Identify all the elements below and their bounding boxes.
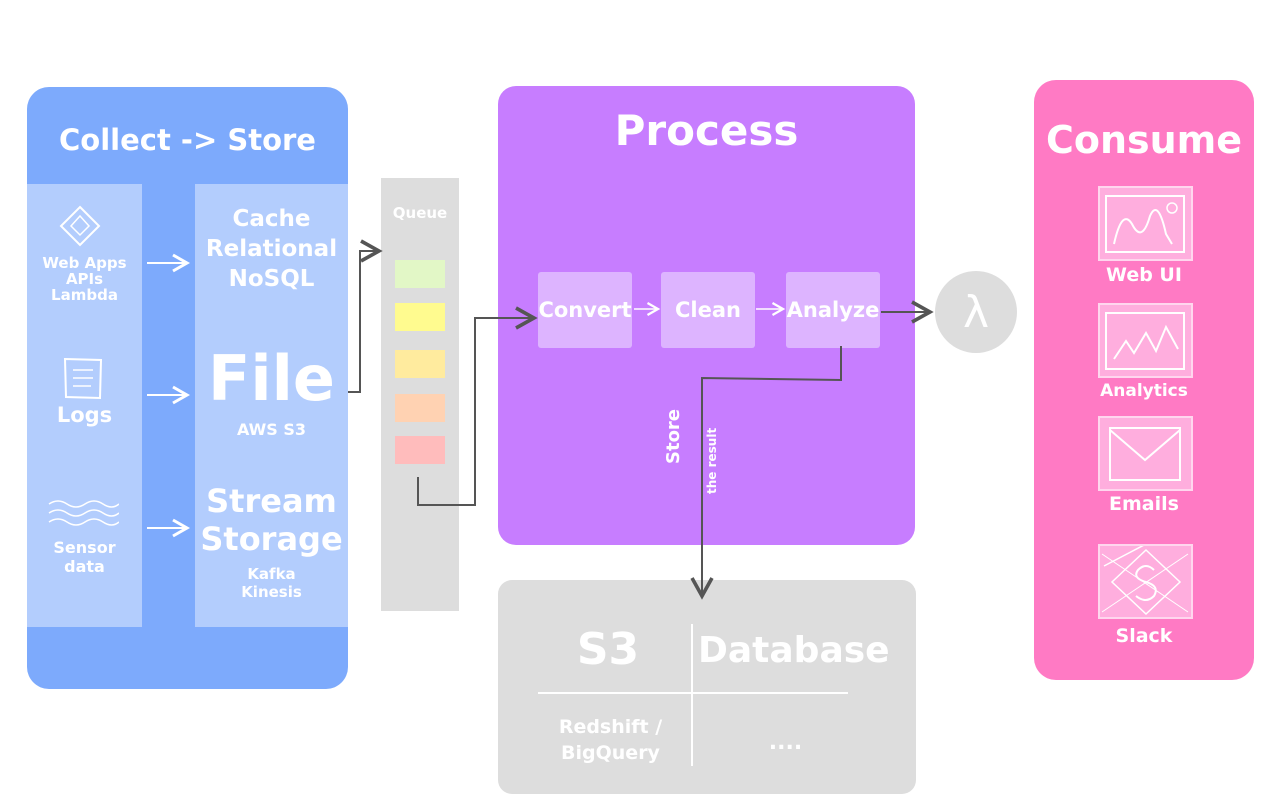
collect-store-panel: Collect -> Store Web Apps APIs Lambda Lo… <box>27 87 348 689</box>
web-ui-icon <box>1098 186 1193 261</box>
warehouse-line: BigQuery <box>561 742 660 764</box>
diamond-icon <box>59 205 101 247</box>
more-label: .... <box>768 730 803 755</box>
source-label-web-apps: Web Apps APIs Lambda <box>27 255 142 303</box>
file-store-subtitle: AWS S3 <box>236 420 307 439</box>
store-line: Cache <box>232 206 311 232</box>
consume-title: Consume <box>1045 118 1243 162</box>
source-label-sensor: Sensor data <box>27 538 142 576</box>
s3-label: S3 <box>576 624 640 675</box>
collect-store-title: Collect -> Store <box>59 123 316 157</box>
stream-store-subtitle: Kafka Kinesis <box>195 565 348 601</box>
envelope-icon <box>1098 416 1193 491</box>
database-label: Database <box>698 630 890 671</box>
queue-label: Queue <box>392 204 448 222</box>
analyze-step: Analyze <box>786 272 880 348</box>
source-line: Sensor <box>53 538 116 557</box>
warehouse-label: Redshift / BigQuery <box>538 714 683 766</box>
web-ui-label: Web UI <box>1106 264 1182 286</box>
store-line: NoSQL <box>228 266 315 292</box>
slack-label: Slack <box>1115 625 1173 647</box>
chart-icon <box>1098 303 1193 378</box>
stores-column: Cache Relational NoSQL File AWS S3 Strea… <box>195 184 348 627</box>
storage-grid-lines <box>538 624 848 766</box>
store-line: Kafka <box>247 565 296 583</box>
file-store-title: File <box>208 342 335 415</box>
queue-item <box>395 350 445 378</box>
consume-panel: Consume Web UI Analytics Emails Slack <box>1034 80 1254 680</box>
store-line: Stream <box>206 482 337 520</box>
result-storage-panel: S3 Database Redshift / BigQuery .... <box>498 580 916 794</box>
process-title: Process <box>614 106 799 155</box>
source-line: data <box>64 557 105 576</box>
waves-icon <box>48 500 119 526</box>
arrow-file-to-queue <box>348 239 383 393</box>
store-result-label: Store <box>663 408 684 464</box>
process-panel: Process Convert Clean Analyze Store the … <box>498 86 915 545</box>
emails-label: Emails <box>1109 493 1179 515</box>
clean-step: Clean <box>661 272 755 348</box>
source-line: Web Apps <box>42 254 127 272</box>
convert-step: Convert <box>538 272 632 348</box>
store-line: Relational <box>205 236 338 262</box>
analytics-label: Analytics <box>1100 381 1188 401</box>
lambda-icon: λ <box>935 271 1017 353</box>
slack-icon <box>1098 543 1193 619</box>
sources-column: Web Apps APIs Lambda Logs Sensor data <box>27 184 142 627</box>
store-line: Storage <box>200 520 343 558</box>
store-line: Kinesis <box>241 583 302 601</box>
warehouse-line: Redshift / <box>558 716 663 738</box>
queue-item <box>395 394 445 422</box>
queue-item <box>395 260 445 288</box>
stream-store-title: Stream Storage <box>195 482 348 558</box>
queue-item <box>395 303 445 331</box>
document-icon <box>63 357 103 400</box>
store-result-sublabel: the result <box>705 427 719 494</box>
queue-panel: Queue <box>381 178 459 611</box>
cache-store-label: Cache Relational NoSQL <box>195 204 348 294</box>
source-label-logs: Logs <box>56 403 113 427</box>
source-line: Lambda <box>51 286 118 304</box>
source-line: APIs <box>65 270 104 288</box>
queue-item <box>395 436 445 464</box>
